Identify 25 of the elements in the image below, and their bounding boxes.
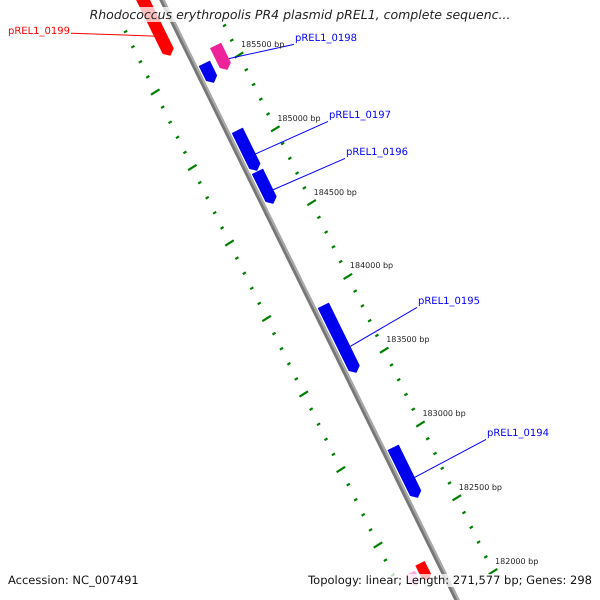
tick-label: 184000 bp bbox=[350, 261, 394, 271]
gene-label: pREL1_0197 bbox=[329, 110, 391, 122]
gene-label: pREL1_0195 bbox=[418, 296, 480, 308]
gene-label: pREL1_0194 bbox=[487, 428, 549, 440]
leader-line bbox=[414, 438, 486, 478]
gene-feature bbox=[388, 444, 422, 498]
leader-line bbox=[228, 44, 294, 60]
tick-label: 182000 bp bbox=[495, 556, 538, 566]
accession-text: Accession: NC_007491 bbox=[8, 574, 139, 588]
gene-feature bbox=[210, 42, 231, 70]
leader-line bbox=[350, 306, 418, 347]
gene-feature bbox=[198, 60, 218, 83]
gene-feature bbox=[232, 128, 260, 171]
summary-text: Topology: linear; Length: 271,577 bp; Genes: 298 bbox=[308, 574, 592, 588]
gene-feature bbox=[252, 168, 277, 204]
gene-feature bbox=[318, 302, 360, 373]
leader-line bbox=[255, 120, 328, 154]
title: Rhodococcus erythropolis PR4 plasmid pREL1, complete sequenc... bbox=[90, 7, 510, 22]
gene-label: pREL1_0199 bbox=[8, 26, 70, 38]
leader-line bbox=[70, 32, 155, 37]
gene-label: pREL1_0196 bbox=[346, 147, 408, 158]
tick-label: 182500 bp bbox=[458, 482, 502, 492]
tick-label: 184500 bp bbox=[314, 188, 357, 197]
gene-label: pREL1_0198 bbox=[295, 33, 357, 44]
leader-line bbox=[272, 158, 346, 190]
